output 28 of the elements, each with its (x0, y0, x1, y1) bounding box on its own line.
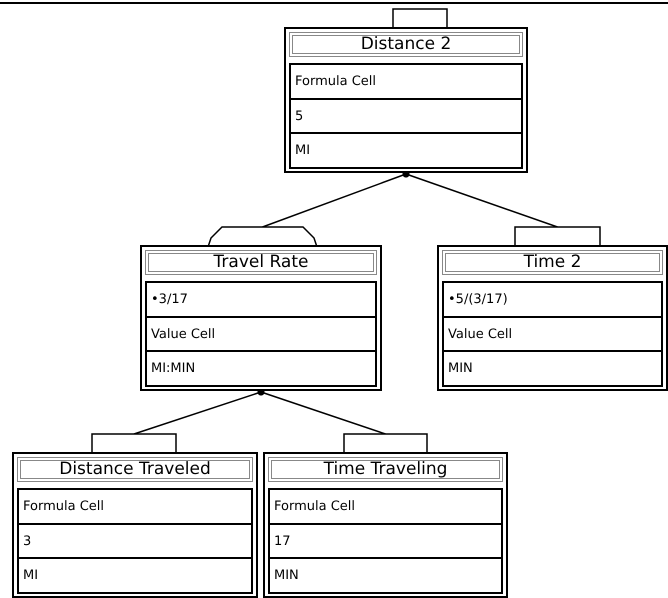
field-text: Formula Cell (291, 65, 521, 100)
folder-tab (392, 8, 448, 28)
field-text: 17 (270, 524, 501, 559)
connector-line (402, 170, 558, 228)
field-text: MIN (444, 352, 661, 386)
field-text: •5/(3/17) (444, 283, 661, 318)
folder-tab (91, 433, 177, 453)
field-text: •3/17 (147, 283, 375, 318)
field-text: MIN (270, 559, 501, 594)
card-title: Distance Traveled (17, 457, 253, 482)
field-text: Formula Cell (270, 490, 501, 524)
field-text: 5 (291, 100, 521, 134)
card-title: Time 2 (442, 250, 663, 275)
field-text: MI:MIN (147, 352, 375, 386)
card-title: Time Traveling (268, 457, 503, 482)
card-title: Travel Rate (145, 250, 377, 275)
folder-tab (514, 226, 601, 246)
card-title: Distance 2 (289, 32, 523, 57)
field-text: MI (19, 559, 251, 594)
field-text: Value Cell (444, 318, 661, 352)
field-text: MI (291, 134, 521, 168)
field-text: 3 (19, 524, 251, 559)
field-text: Formula Cell (19, 490, 251, 524)
folder-tab (343, 433, 428, 453)
record-card (284, 27, 528, 173)
folder-tab (207, 226, 318, 246)
field-text: Value Cell (147, 318, 375, 352)
connector-line (258, 388, 386, 435)
